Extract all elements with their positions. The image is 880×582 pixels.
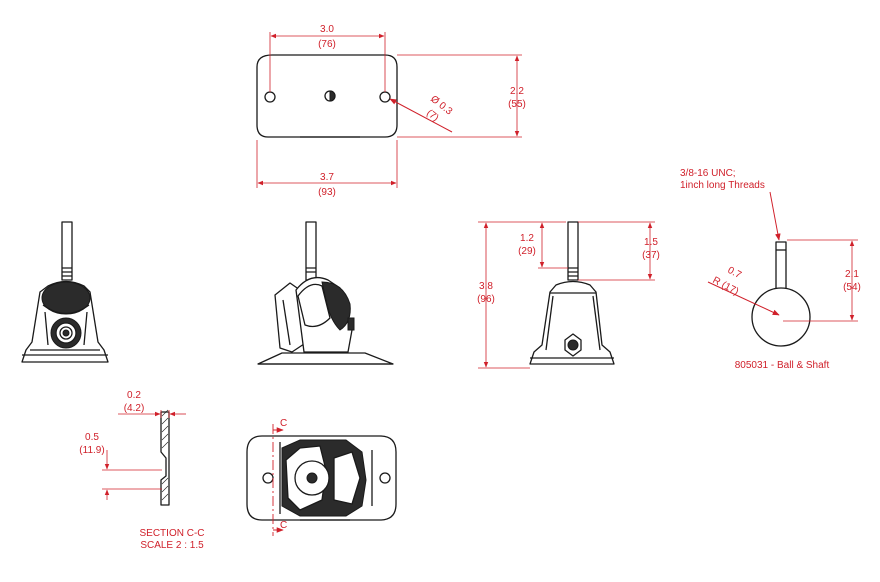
plate-hole-left <box>264 91 276 103</box>
dim-shaft-length-inch: 1.5 <box>644 237 658 248</box>
front-view-dimensioned <box>529 221 615 365</box>
dim-overall-height: 3.8 (96) <box>477 221 566 369</box>
dim-section-thickness-mm: (4.2) <box>124 403 145 414</box>
dim-section-thickness-inch: 0.2 <box>127 390 141 401</box>
side-view-mount <box>257 221 394 365</box>
dim-hole-spacing-mm: (76) <box>318 39 336 50</box>
bottom-view-mount <box>246 435 397 521</box>
front-view-mount <box>21 221 109 363</box>
dim-shaft-top-inch: 1.2 <box>520 233 534 244</box>
dim-plate-depth: 2.2 (55) <box>397 54 526 138</box>
section-cut-line: C C <box>272 418 287 536</box>
dim-hole-spacing: 3.0 (76) <box>269 24 386 92</box>
dim-ball-shaft-height-inch: 2.1 <box>845 269 859 280</box>
dim-overall-height-mm: (96) <box>477 294 495 305</box>
dim-ball-radius-inch: 0.7 <box>726 265 744 281</box>
dim-overall-height-inch: 3.8 <box>479 281 493 292</box>
cut-label-bottom: C <box>280 520 287 531</box>
dim-shaft-length-mm: (37) <box>642 250 660 261</box>
dim-hole-diameter: Ø 0.3 (7) <box>389 94 455 133</box>
thread-note-line2: 1inch long Threads <box>680 180 765 191</box>
dim-section-height-mm: (11.9) <box>79 445 104 456</box>
dim-ball-shaft-height-mm: (54) <box>843 282 861 293</box>
ball-and-shaft <box>751 241 811 347</box>
part-caption: 805031 - Ball & Shaft <box>735 360 830 371</box>
thread-note-line1: 3/8-16 UNC; <box>680 168 736 179</box>
dim-section-thickness: 0.2 (4.2) <box>118 390 186 418</box>
section-scale: SCALE 2 : 1.5 <box>140 540 204 551</box>
cut-label-top: C <box>280 418 287 429</box>
dim-plate-width-inch: 3.7 <box>320 172 334 183</box>
dim-hole-spacing-inch: 3.0 <box>320 24 334 35</box>
dim-section-height-inch: 0.5 <box>85 432 99 443</box>
top-view-plate <box>256 54 398 138</box>
dim-shaft-length: 1.5 (37) <box>578 221 660 281</box>
dim-plate-width-mm: (93) <box>318 187 336 198</box>
dim-ball-shaft-height: 2.1 (54) <box>783 239 861 322</box>
dim-plate-width: 3.7 (93) <box>256 140 398 198</box>
dim-plate-depth-mm: (55) <box>508 99 526 110</box>
plate-hole-right <box>379 91 391 103</box>
section-c-c <box>160 409 170 506</box>
dim-plate-depth-inch: 2.2 <box>510 86 524 97</box>
dim-shaft-top: 1.2 (29) <box>518 222 568 269</box>
dim-section-height: 0.5 (11.9) <box>79 432 162 500</box>
section-title: SECTION C-C <box>140 528 205 539</box>
thread-callout: 3/8-16 UNC; 1inch long Threads <box>680 168 781 241</box>
dim-shaft-top-mm: (29) <box>518 246 536 257</box>
